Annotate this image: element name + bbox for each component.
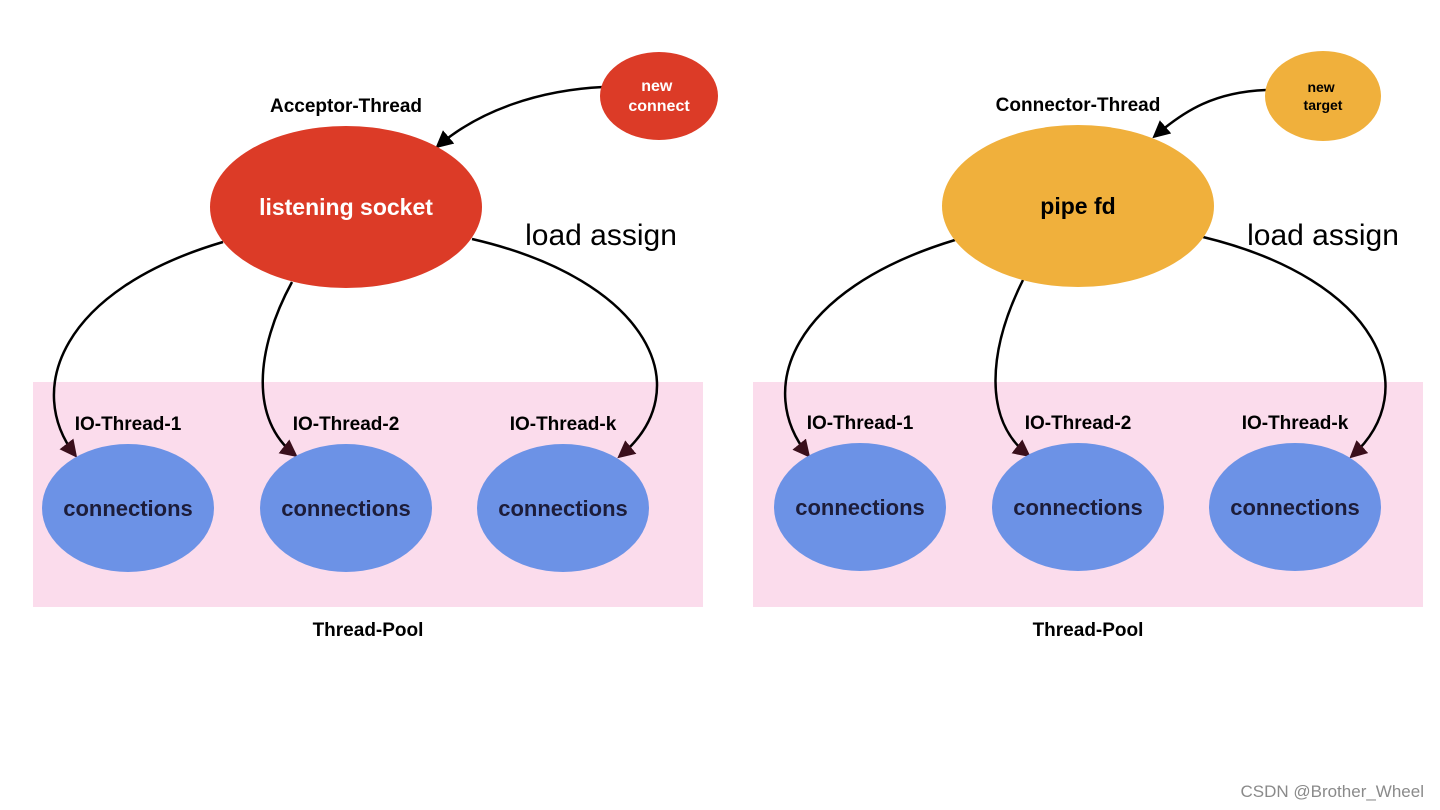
connections-node (774, 443, 946, 571)
listening-socket-node (210, 126, 482, 288)
new-target-node (1265, 51, 1381, 141)
connector-diagram: new target Connector-Thread pipe fd load… (753, 51, 1423, 641)
connections-node (477, 444, 649, 572)
connections-node (992, 443, 1164, 571)
acceptor-diagram: new connect Acceptor-Thread listening so… (33, 52, 718, 641)
connections-label: connections (1013, 495, 1143, 520)
connector-thread-label: Connector-Thread (996, 95, 1161, 116)
assign-arrow-k (471, 237, 659, 459)
connections-label: connections (795, 495, 925, 520)
thread-pool-label: Thread-Pool (1033, 620, 1144, 641)
io-thread-label: IO-Thread-k (1242, 413, 1349, 434)
new-connect-arrow (435, 85, 604, 149)
acceptor-thread-label: Acceptor-Thread (270, 96, 422, 117)
io-thread-label: IO-Thread-k (510, 414, 617, 435)
listening-socket-label: listening socket (259, 194, 433, 220)
connections-node (260, 444, 432, 572)
watermark: CSDN @Brother_Wheel (1240, 782, 1424, 801)
io-thread-label: IO-Thread-2 (293, 414, 400, 435)
assign-arrow-2 (261, 281, 298, 458)
new-connect-label: new connect (628, 78, 690, 115)
thread-pool-label: Thread-Pool (313, 620, 424, 641)
connections-label: connections (281, 496, 411, 521)
new-target-arrow (1152, 88, 1267, 139)
load-assign-label: load assign (1247, 219, 1399, 252)
connections-node (42, 444, 214, 572)
assign-arrow-2 (994, 279, 1031, 458)
connections-label: connections (63, 496, 193, 521)
io-thread-label: IO-Thread-1 (807, 413, 914, 434)
new-target-label: new target (1304, 79, 1343, 113)
io-thread-label: IO-Thread-2 (1025, 413, 1132, 434)
assign-arrow-1 (783, 238, 956, 458)
assign-arrow-1 (52, 240, 224, 458)
connections-node (1209, 443, 1381, 571)
io-thread-label: IO-Thread-1 (75, 414, 182, 435)
new-connect-node (600, 52, 718, 140)
connections-label: connections (498, 496, 628, 521)
pipe-fd-label: pipe fd (1040, 193, 1115, 219)
pipe-fd-node (942, 125, 1214, 287)
assign-arrow-k (1202, 235, 1387, 459)
load-assign-label: load assign (525, 219, 677, 252)
connections-label: connections (1230, 495, 1360, 520)
